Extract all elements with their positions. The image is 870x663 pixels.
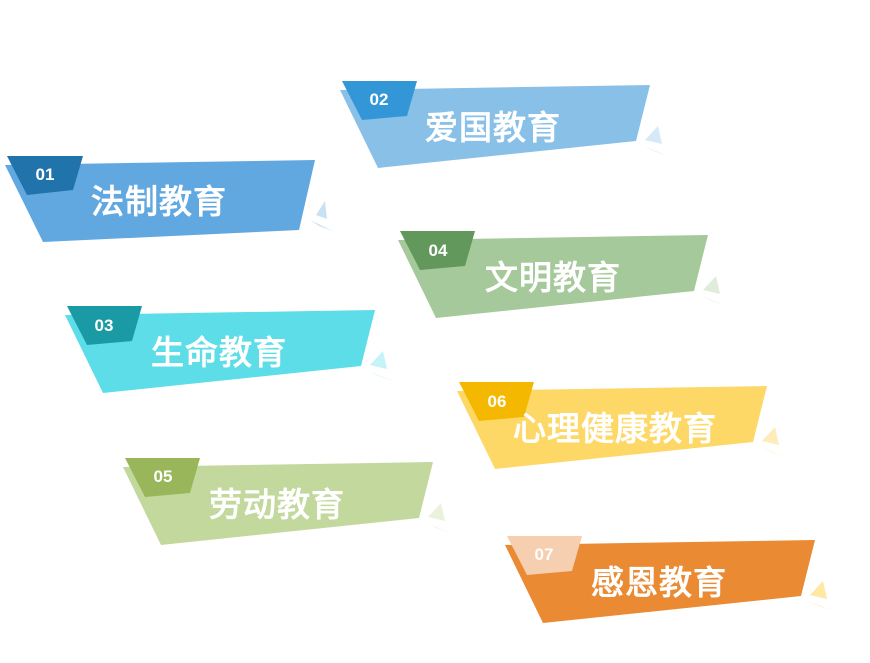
banner-04-body: [398, 235, 708, 318]
banner-05-shape: [123, 458, 451, 545]
banner-06-spark-2: [760, 447, 785, 457]
banner-04-tab: [400, 231, 475, 270]
banner-01-body: [5, 160, 315, 242]
banner-07: 07 感恩教育: [505, 533, 835, 633]
banner-01-label: 法制教育: [91, 182, 227, 221]
banner-05-body: [123, 462, 433, 545]
banner-02-body: [340, 85, 650, 168]
banner-06-label: 心理健康教育: [513, 409, 717, 448]
banner-01-tab: [7, 156, 83, 195]
banner-03-shape: [65, 306, 393, 393]
banner-05-tab: [125, 458, 200, 497]
banner-06-number: 06: [487, 392, 507, 411]
banner-05: 05 劳动教育: [123, 455, 453, 555]
banner-03-body: [65, 310, 375, 393]
banner-03: 03 生命教育: [65, 303, 395, 403]
banner-03-number: 03: [94, 316, 114, 335]
banner-03-label: 生命教育: [151, 333, 287, 372]
banner-05-spark: [428, 503, 445, 521]
banner-05-spark-2: [426, 523, 451, 533]
banner-01-number: 01: [35, 165, 55, 184]
banner-06-shape: [457, 382, 785, 469]
banner-02-label: 爱国教育: [425, 108, 561, 147]
banner-05-number: 05: [153, 467, 173, 486]
banner-02: 02 爱国教育: [340, 78, 670, 178]
banner-05-label: 劳动教育: [209, 485, 345, 524]
banner-07-body: [505, 540, 815, 623]
banner-02-spark: [645, 126, 662, 144]
banner-02-shape: [340, 81, 668, 168]
banner-01: 01 法制教育: [5, 153, 335, 253]
banner-03-spark: [370, 351, 387, 369]
banner-02-spark-2: [643, 146, 668, 156]
banner-04-label: 文明教育: [485, 258, 621, 297]
banner-03-tab: [67, 306, 142, 345]
banner-07-label: 感恩教育: [591, 563, 727, 602]
banner-02-tab: [342, 81, 417, 120]
banner-06-spark: [762, 427, 779, 445]
banner-07-spark-2: [808, 601, 833, 611]
banner-06: 06 心理健康教育: [457, 379, 787, 479]
banner-04-number: 04: [428, 241, 448, 260]
banner-04-shape: [398, 231, 726, 318]
banner-04-spark: [703, 276, 720, 294]
banner-07-number: 07: [534, 545, 554, 564]
banner-06-tab: [459, 382, 534, 421]
banner-06-body: [457, 386, 767, 469]
banner-07-spark: [810, 581, 827, 599]
banner-04: 04 文明教育: [398, 228, 728, 328]
banner-07-tab: [507, 536, 582, 575]
banner-03-spark-2: [368, 371, 393, 381]
banner-01-spark: [316, 201, 327, 219]
banner-04-spark-2: [701, 296, 726, 306]
banner-01-shape: [5, 156, 333, 242]
banner-01-spark-2: [310, 220, 333, 231]
banner-02-number: 02: [369, 90, 389, 109]
banner-07-shape: [505, 536, 833, 623]
